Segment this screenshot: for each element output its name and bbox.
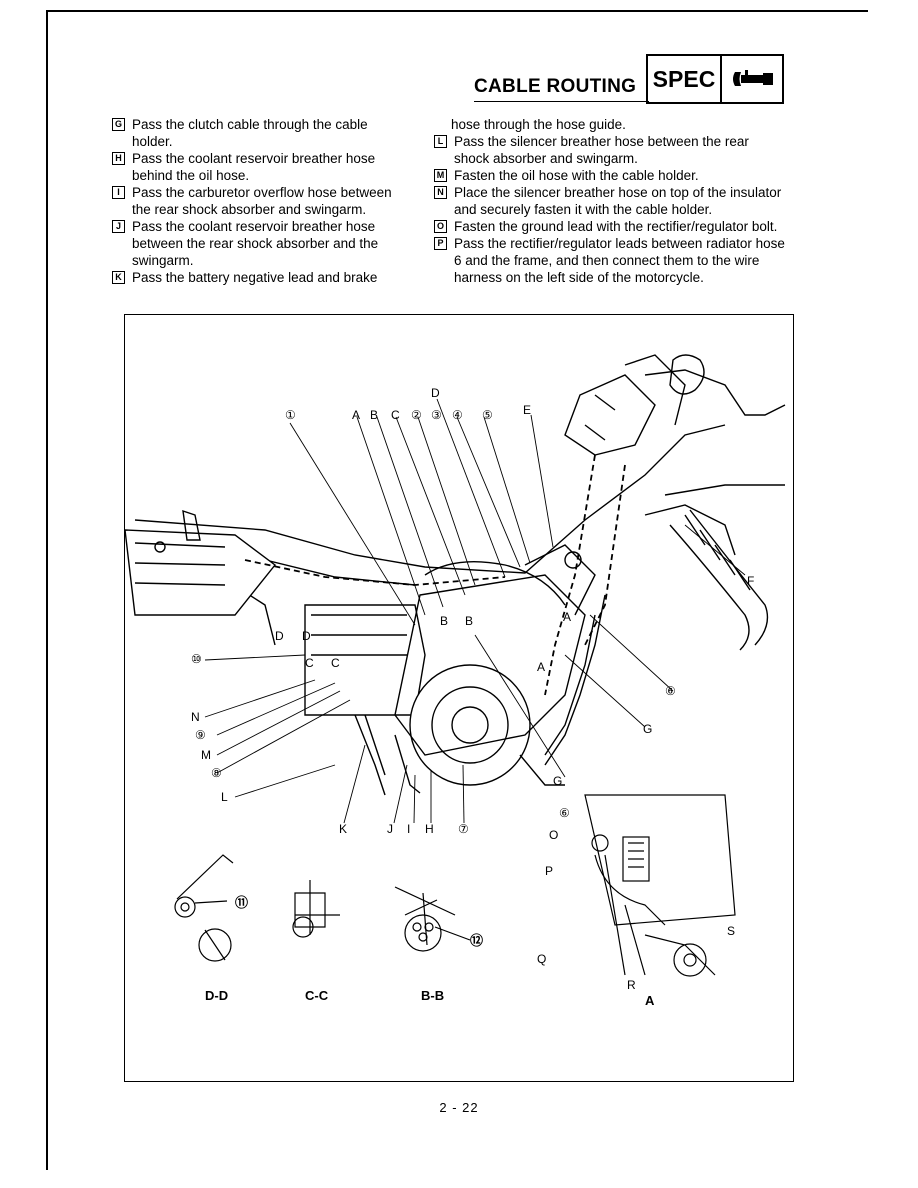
svg-text:R: R [627, 978, 636, 992]
page-title: CABLE ROUTING [474, 76, 637, 97]
instruction-text: Place the silencer breather hose on top … [454, 185, 782, 217]
svg-text:C: C [305, 656, 314, 670]
diagram-callout-labels: ① A B C ② D ③ ④ ⑤ E F ⑥ G G ⑩ N ⑨ M ⑧ L … [191, 386, 754, 836]
instruction-text: Pass the silencer breather hose between … [454, 134, 749, 166]
key-box: J [112, 220, 125, 233]
key-box: K [112, 271, 125, 284]
svg-text:①: ① [285, 408, 296, 422]
svg-text:⑨: ⑨ [195, 728, 206, 742]
svg-text:H: H [425, 822, 434, 836]
instruction-text: Fasten the oil hose with the cable holde… [454, 168, 699, 183]
instruction-text: Pass the rectifier/regulator leads betwe… [454, 236, 785, 285]
svg-text:P: P [545, 864, 553, 878]
svg-text:⑧: ⑧ [211, 766, 222, 780]
instructions-right-column: hose through the hose guide. L Pass the s… [434, 116, 786, 286]
svg-text:⑫: ⑫ [470, 933, 483, 948]
instruction-item: O Fasten the ground lead with the rectifi… [434, 218, 786, 235]
svg-text:F: F [747, 574, 754, 588]
key-box: I [112, 186, 125, 199]
instruction-text: Pass the coolant reservoir breather hose… [132, 219, 379, 268]
instruction-text: Pass the carburetor overflow hose betwee… [132, 185, 392, 217]
instruction-item: P Pass the rectifier/regulator leads betw… [434, 235, 786, 286]
key-box: H [112, 152, 125, 165]
svg-text:K: K [339, 822, 347, 836]
svg-text:④: ④ [452, 408, 463, 422]
svg-text:D-D: D-D [205, 988, 228, 1003]
svg-text:D: D [275, 629, 284, 643]
motorcycle-frame-illustration [124, 354, 786, 796]
micrometer-icon [722, 56, 782, 102]
top-border-rule [48, 10, 868, 12]
svg-text:B: B [465, 614, 473, 628]
title-underline [474, 101, 649, 102]
key-box: P [434, 237, 447, 250]
page-number: 2 - 22 [439, 1100, 479, 1115]
svg-text:M: M [201, 748, 211, 762]
spec-badge: SPEC [646, 54, 784, 104]
svg-text:⑩: ⑩ [191, 652, 202, 666]
instruction-text: Pass the clutch cable through the cable … [132, 117, 368, 149]
svg-text:C-C: C-C [305, 988, 329, 1003]
svg-text:N: N [191, 710, 200, 724]
instruction-text: Fasten the ground lead with the rectifie… [454, 219, 778, 234]
key-box: G [112, 118, 125, 131]
instruction-item: M Fasten the oil hose with the cable hold… [434, 167, 786, 184]
instruction-item: N Place the silencer breather hose on top… [434, 184, 786, 218]
inset-detail-a [584, 794, 736, 977]
key-box: N [434, 186, 447, 199]
routing-lines [244, 454, 626, 696]
cable-routing-diagram: ① A B C ② D ③ ④ ⑤ E F ⑥ G G ⑩ N ⑨ M ⑧ L … [124, 314, 794, 1082]
key-box: O [434, 220, 447, 233]
key-box: M [434, 169, 447, 182]
svg-text:L: L [221, 790, 228, 804]
svg-text:G: G [643, 722, 652, 736]
svg-text:C: C [331, 656, 340, 670]
svg-text:⑥: ⑥ [559, 806, 570, 820]
instruction-item: H Pass the coolant reservoir breather hos… [112, 150, 410, 184]
instruction-item: L Pass the silencer breather hose between… [434, 133, 786, 167]
svg-text:G: G [553, 774, 562, 788]
svg-text:O: O [549, 828, 558, 842]
leader-lines [204, 398, 746, 824]
instruction-text: Pass the battery negative lead and brake [132, 270, 378, 285]
section-labels: ⑪ ⑫ D-D C-C B-B A [205, 895, 655, 1008]
spec-label: SPEC [648, 56, 722, 102]
key-box: L [434, 135, 447, 148]
instruction-item: K Pass the battery negative lead and brak… [112, 269, 410, 286]
instruction-item: J Pass the coolant reservoir breather hos… [112, 218, 410, 269]
instruction-item: G Pass the clutch cable through the cable… [112, 116, 410, 150]
svg-text:A: A [537, 660, 545, 674]
svg-text:C: C [391, 408, 400, 422]
svg-text:E: E [523, 403, 531, 417]
svg-text:A: A [352, 408, 360, 422]
svg-text:⑥: ⑥ [665, 684, 676, 698]
section-details [174, 854, 471, 962]
left-border-rule [46, 10, 48, 1170]
instruction-continuation: hose through the hose guide. [451, 117, 626, 132]
svg-text:D: D [431, 386, 440, 400]
svg-text:⑤: ⑤ [482, 408, 493, 422]
svg-text:B-B: B-B [421, 988, 444, 1003]
svg-text:③: ③ [431, 408, 442, 422]
instruction-item: I Pass the carburetor overflow hose betwe… [112, 184, 410, 218]
svg-text:A: A [645, 993, 655, 1008]
inset-callout-labels: ⑥ O P Q R S [537, 806, 735, 992]
svg-text:A: A [563, 610, 571, 624]
instruction-text: Pass the coolant reservoir breather hose… [132, 151, 376, 183]
svg-text:B: B [370, 408, 378, 422]
instructions-left-column: G Pass the clutch cable through the cable… [112, 116, 410, 286]
svg-text:⑪: ⑪ [235, 895, 248, 910]
svg-text:B: B [440, 614, 448, 628]
svg-text:J: J [387, 822, 393, 836]
svg-text:I: I [407, 822, 410, 836]
svg-text:Q: Q [537, 952, 546, 966]
svg-text:D: D [302, 629, 311, 643]
svg-text:⑦: ⑦ [458, 822, 469, 836]
svg-text:S: S [727, 924, 735, 938]
svg-text:②: ② [411, 408, 422, 422]
